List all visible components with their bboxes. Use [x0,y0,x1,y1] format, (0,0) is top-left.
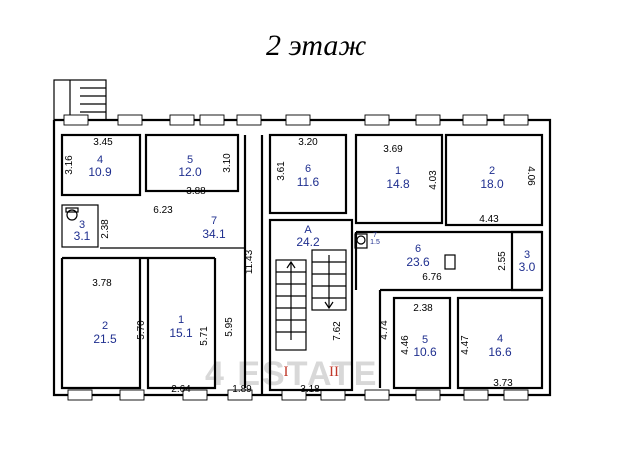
dimension: 3.69 [383,144,403,155]
room-area: 3.1 [74,229,91,243]
dimension: 3.61 [276,161,287,181]
windows-bottom [67,389,529,401]
windows-top [63,114,529,126]
room-labels: 4 10.9 5 12.0 7 34.1 3 3.1 2 21.5 1 15.1… [74,154,536,359]
stair-annex [53,79,107,121]
room-area: 18.0 [480,177,504,191]
dimension: 3.88 [186,186,206,197]
room-area: 15.1 [169,326,193,340]
interior-walls [60,133,544,395]
dimension: 5.71 [199,326,210,346]
room-area: 14.8 [386,177,410,191]
dimension: 2.38 [100,219,111,239]
room-area: 11.6 [297,175,320,189]
room-area: 10.6 [413,345,437,359]
room-number: 2 [102,320,108,332]
room-number: 1 [395,165,401,177]
room-area: 23.6 [406,255,430,269]
room-number: 3 [79,219,85,231]
room-area: 21.5 [93,332,117,346]
room-area: 24.2 [296,235,320,249]
room-area: 12.0 [178,165,202,179]
dimension: 7.62 [332,321,343,341]
dimension: 4.46 [400,335,411,355]
dimension: 5.70 [136,320,147,340]
dimension: 3.20 [298,137,318,148]
marker-i: I [284,364,289,380]
room-number: 1 [178,314,184,326]
room-number: 4 [97,154,103,166]
room-area: 34.1 [202,227,226,241]
dimension: 11.43 [244,249,255,274]
dimension: 6.23 [153,205,173,216]
dimension: 3.78 [92,278,112,289]
dimension: 3.45 [93,137,113,148]
fixtures [65,207,456,270]
dimension: 5.95 [224,317,235,337]
room-number: A [304,224,312,236]
room-number: 3 [524,249,530,261]
room-number: 7 [373,232,377,239]
dimension: 4.74 [379,320,390,340]
dimension-labels: 3.45 3.16 3.10 3.88 6.23 2.38 11.43 3.78… [64,137,536,395]
dimension: 4.06 [525,166,536,186]
dimension: 4.47 [460,335,471,355]
room-number: 6 [415,243,421,255]
dimension: 2.38 [413,303,433,314]
room-number: 5 [422,334,428,346]
dimension: 3.16 [64,155,75,175]
floor-title: 2 этаж [266,29,366,62]
room-number: 6 [305,163,311,175]
dimension: 3.73 [493,378,513,389]
dimension: 1.89 [232,384,252,395]
room-number: 5 [187,154,193,166]
room-number: 7 [211,215,217,227]
marker-ii: II [329,364,339,380]
staircase [275,249,347,351]
dimension: 3.10 [222,153,233,173]
room-area: 10.9 [88,165,112,179]
room-area: 1.5 [370,239,380,246]
dimension: 2.64 [171,384,191,395]
dimension: 3.18 [300,384,320,395]
dimension: 2.55 [497,251,508,271]
room-number: 4 [497,333,503,345]
dimension: 4.03 [428,170,439,190]
room-number: 2 [489,165,495,177]
dimension: 4.43 [479,214,499,225]
watermark: 4 ESTATE [205,355,378,393]
dimension: 6.76 [422,272,442,283]
room-area: 16.6 [488,345,512,359]
room-area: 3.0 [519,260,536,274]
